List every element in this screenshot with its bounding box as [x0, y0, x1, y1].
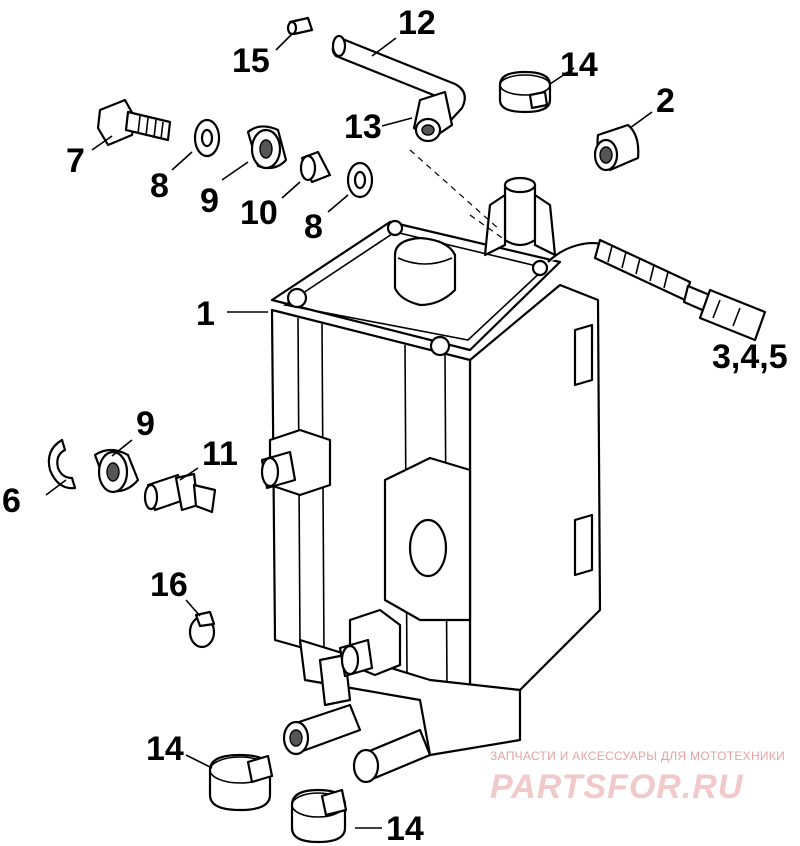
watermark-brand: PARTSFOR.RU	[490, 768, 744, 806]
leader-lines	[45, 33, 653, 829]
pin-15	[286, 16, 314, 36]
callout-2: 2	[656, 82, 675, 120]
callout-11: 11	[202, 435, 238, 473]
elbow-fitting-13	[412, 90, 454, 143]
watermark-tagline: ЗАПЧАСТИ И АКСЕССУАРЫ ДЛЯ МОТОТЕХНИКИ	[490, 749, 785, 763]
callout-10: 10	[240, 194, 278, 232]
callout-7: 7	[66, 142, 85, 180]
callout-3-4-5: 3,4,5	[712, 338, 788, 376]
grommet-9-top	[246, 125, 288, 170]
callout-14-bottom: 14	[386, 810, 424, 846]
callout-14-left: 14	[146, 730, 184, 768]
e-clip-6	[47, 438, 77, 490]
callout-8-right: 8	[304, 208, 323, 246]
callout-13: 13	[344, 108, 382, 146]
wiring-harness	[547, 238, 767, 342]
spring-clip-16	[188, 610, 216, 649]
callout-16: 16	[150, 566, 188, 604]
washer-8-left	[193, 118, 221, 158]
callout-12: 12	[398, 4, 436, 42]
hose-clamp-14-bottom	[290, 788, 348, 844]
callout-6: 6	[2, 482, 21, 520]
grommet-9-lower	[93, 448, 140, 494]
callout-9-top: 9	[200, 182, 219, 220]
assembly-dashed-line	[409, 149, 501, 231]
callout-9-lower: 9	[136, 405, 155, 443]
fitting-11	[143, 472, 217, 514]
callout-14-top: 14	[560, 46, 598, 84]
sleeve-10	[299, 150, 332, 184]
callout-1: 1	[196, 295, 215, 333]
bolt-7	[96, 98, 172, 147]
fuel-vapor-separator-body	[260, 176, 602, 784]
callout-15: 15	[232, 42, 270, 80]
callout-8-left: 8	[150, 167, 169, 205]
hose-clamp-14-left	[208, 753, 274, 812]
washer-8-right	[346, 161, 374, 199]
rubber-cap-2	[593, 123, 640, 172]
hose-clamp-14-top	[498, 70, 552, 114]
